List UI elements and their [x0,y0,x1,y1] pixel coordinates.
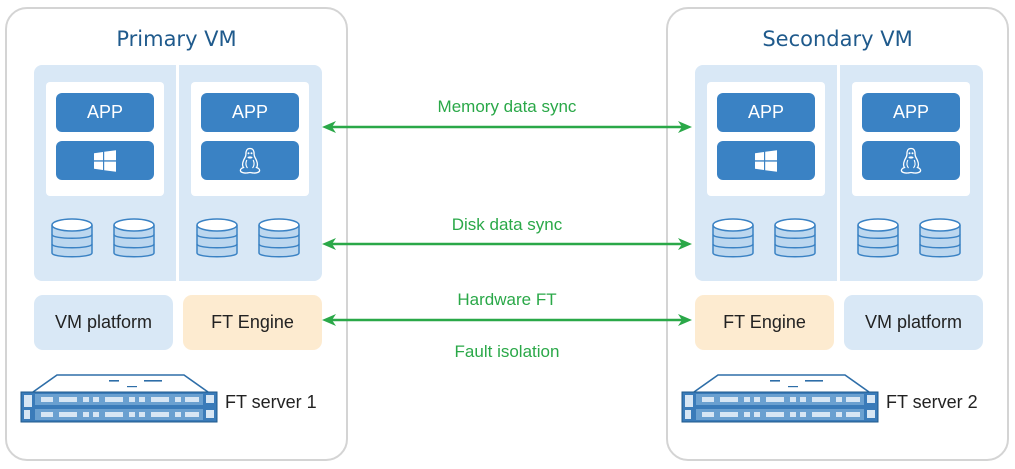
secondary-server-label: FT server 2 [886,392,978,412]
primary-ft-engine: FT Engine [183,295,322,350]
memory-sync-arrow [322,121,692,133]
disk-group [50,217,162,265]
disk-icon [856,217,900,263]
server-icon [19,372,219,424]
disk-icon [195,217,239,263]
disk-icon [773,217,817,263]
secondary-guest-windows: APP [695,65,837,281]
secondary-guest-area: APP APP [695,65,983,281]
windows-icon [754,149,778,173]
disk-icon [50,217,94,263]
os-box [56,141,154,180]
os-card: APP [707,82,825,196]
disk-sync-label: Disk data sync [451,215,563,234]
disk-group [856,217,968,265]
app-box: APP [717,93,815,132]
disk-group [711,217,823,265]
hardware-ft-arrow [322,314,692,326]
disk-sync-arrow [322,238,692,250]
secondary-vm-panel: Secondary VM APP APP [666,7,1009,461]
fault-isolation-label: Fault isolation [454,342,560,361]
secondary-guest-linux: APP [840,65,982,281]
hardware-ft-label: Hardware FT [457,290,557,309]
memory-sync-label: Memory data sync [437,97,577,116]
primary-guest-linux: APP [179,65,321,281]
secondary-vm-platform: VM platform [844,295,983,350]
linux-tux-icon [238,147,262,175]
app-box: APP [862,93,960,132]
os-box [717,141,815,180]
linux-tux-icon [899,147,923,175]
disk-icon [257,217,301,263]
primary-vm-platform: VM platform [34,295,173,350]
primary-server-label: FT server 1 [225,392,317,412]
windows-icon [93,149,117,173]
disk-icon [918,217,962,263]
guest-divider [176,65,179,281]
app-box: APP [201,93,299,132]
disk-icon [112,217,156,263]
os-box [201,141,299,180]
secondary-vm-title: Secondary VM [762,27,913,51]
disk-icon [711,217,755,263]
os-card: APP [191,82,309,196]
os-card: APP [46,82,164,196]
primary-vm-panel: Primary VM APP APP [5,7,348,461]
primary-guest-windows: APP [34,65,176,281]
os-card: APP [852,82,970,196]
disk-group [195,217,307,265]
primary-guest-area: APP APP [34,65,322,281]
primary-vm-title: Primary VM [116,27,237,51]
os-box [862,141,960,180]
secondary-ft-engine: FT Engine [695,295,834,350]
app-box: APP [56,93,154,132]
guest-divider [837,65,840,281]
server-icon [680,372,880,424]
